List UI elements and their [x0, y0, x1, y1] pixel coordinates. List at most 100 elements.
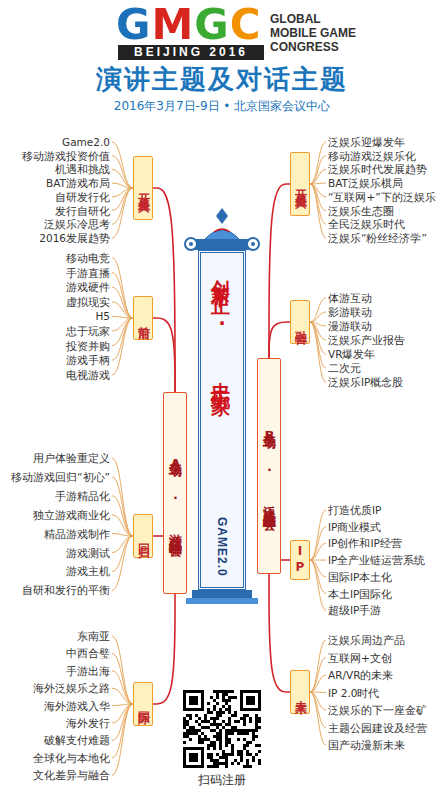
topic-branch	[310, 658, 326, 693]
qr-module	[240, 756, 243, 759]
topic-item: 超级IP手游	[326, 603, 383, 617]
qr-module	[189, 717, 192, 720]
qr-module	[222, 756, 225, 759]
qr-module	[213, 699, 216, 702]
qr-module	[192, 729, 195, 732]
qr-module	[258, 720, 261, 723]
topic-branch	[112, 496, 133, 536]
qr-module	[195, 714, 198, 717]
qr-module	[249, 720, 252, 723]
qr-module	[189, 726, 192, 729]
qr-module	[225, 759, 228, 762]
topic-item: 泛娱乐时代发展趋势	[326, 162, 429, 176]
qr-module	[231, 732, 234, 735]
qr-module	[210, 744, 213, 747]
node-text: 影游联动	[328, 305, 372, 319]
node-text: 开幕盛典	[135, 184, 152, 192]
qr-module	[216, 735, 219, 738]
qr-module	[189, 714, 192, 717]
page-title: 演讲主题及对话主题	[0, 62, 444, 97]
qr-module	[249, 717, 252, 720]
node-text: 主会场A · 游戏领袖峰会	[166, 450, 184, 536]
hall-branch	[153, 535, 163, 537]
qr-finder	[242, 692, 260, 710]
qr-module	[231, 696, 234, 699]
topic-item: 中西合璧	[64, 646, 112, 660]
qr-module	[231, 750, 234, 753]
qr-module	[234, 759, 237, 762]
topic-branch	[112, 316, 133, 318]
qr-module	[210, 711, 213, 714]
topic-item: 泛娱乐生态圈	[326, 204, 396, 218]
topic-item: 自研发行化	[53, 190, 112, 204]
qr-finder	[185, 692, 203, 710]
node-text: 泛娱乐IP概念股	[328, 375, 403, 389]
node-text: 自研和发行的平衡	[22, 583, 110, 597]
node-text: IP 2.0时代	[328, 686, 379, 700]
node-text: 国产动漫新未来	[328, 738, 405, 752]
qr-module	[252, 735, 255, 738]
topic-item: 电视游戏	[64, 368, 112, 382]
node-text: 主会场B · 泛娱乐主题峰会	[260, 422, 278, 510]
qr-module	[243, 729, 246, 732]
topic-item: 游戏主机	[64, 564, 112, 578]
qr-module	[246, 762, 249, 765]
qr-module	[234, 714, 237, 717]
topic-item: 全球化与本地化	[31, 751, 112, 765]
qr-module	[246, 714, 249, 717]
topic-item: 游戏测试	[64, 546, 112, 560]
topic-branch	[310, 560, 326, 610]
qr-module	[225, 702, 228, 705]
qr-module	[228, 738, 231, 741]
topic-branch	[310, 298, 326, 322]
qr-module	[222, 693, 225, 696]
qr-module	[225, 732, 228, 735]
qr-module	[225, 756, 228, 759]
qr-module	[183, 717, 186, 720]
node-text: 未来	[292, 690, 309, 694]
node-text: 手游精品化	[55, 489, 110, 503]
qr-module	[243, 723, 246, 726]
qr-module	[210, 729, 213, 732]
qr-module	[210, 741, 213, 744]
topic-item: 体游互动	[326, 291, 374, 305]
node-text: 游戏手柄	[66, 353, 110, 367]
qr-module	[198, 741, 201, 744]
topic-branch	[310, 692, 326, 745]
topic-branch	[112, 188, 133, 211]
node-text: 泛娱乐的下一座金矿	[328, 703, 427, 717]
node-text: 泛娱乐冷思考	[44, 217, 110, 231]
qr-module	[237, 729, 240, 732]
qr-module	[222, 705, 225, 708]
qr-module	[228, 708, 231, 711]
qr-module	[216, 702, 219, 705]
qr-module	[228, 741, 231, 744]
qr-module	[234, 696, 237, 699]
qr-module	[198, 735, 201, 738]
topic-branch	[112, 188, 133, 238]
hall-branch	[153, 318, 175, 392]
qr-module	[210, 756, 213, 759]
qr-module	[183, 741, 186, 744]
node-text: 全球化与本地化	[33, 751, 110, 765]
hall-branch	[281, 559, 290, 561]
node-text: 海外游戏入华	[44, 699, 110, 713]
qr-module	[195, 720, 198, 723]
qr-module	[243, 717, 246, 720]
category-box: IP	[290, 540, 310, 580]
qr-module	[195, 732, 198, 735]
topic-branch	[112, 169, 133, 188]
qr-module	[201, 726, 204, 729]
hall-band: 主会场B · 泛娱乐主题峰会	[257, 358, 281, 574]
pillar-scroll-dot	[251, 242, 255, 246]
qr-module	[216, 765, 219, 768]
node-text: 回归	[135, 534, 152, 538]
qr-module	[213, 765, 216, 768]
qr-module	[210, 723, 213, 726]
qr-module	[231, 690, 234, 693]
topic-branch	[310, 560, 326, 594]
qr-module	[189, 732, 192, 735]
qr-module	[213, 729, 216, 732]
node-text: 创新不止 · 忠于玩家	[209, 265, 235, 386]
